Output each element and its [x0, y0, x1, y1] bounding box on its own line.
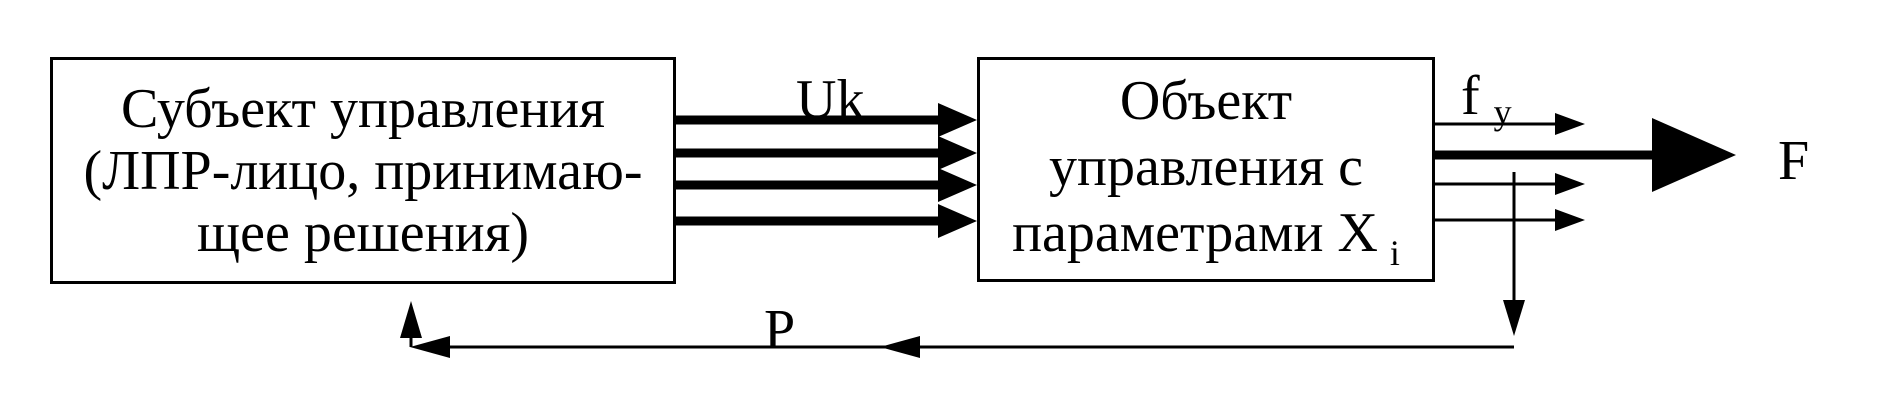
feedback-arrowhead-end — [410, 336, 450, 358]
label-f: f — [1461, 65, 1480, 127]
label-p: P — [764, 299, 796, 361]
subject-line-1: Субъект управления — [120, 77, 606, 140]
output-arrowhead-main-f — [1652, 118, 1736, 192]
object-line-3-text: параметрами X — [1012, 201, 1378, 264]
label-uk: Uk — [796, 69, 865, 131]
object-line-3: параметрами X i — [1012, 200, 1400, 273]
subject-line-3: щее решения) — [196, 201, 529, 264]
object-subscript-i: i — [1389, 232, 1400, 273]
label-f-subscript: y — [1493, 92, 1512, 132]
object-line-1: Объект — [1119, 69, 1293, 132]
feedback-arrowhead-up — [400, 301, 422, 338]
output-arrowhead-fy — [1555, 113, 1585, 135]
output-arrowhead-3 — [1555, 209, 1585, 231]
object-box: Объект управления с параметрами X i — [977, 57, 1435, 282]
output-arrowhead-2 — [1555, 173, 1585, 195]
control-arrowhead-1 — [938, 103, 977, 137]
feedback-arrowhead-down — [1503, 300, 1525, 336]
subject-line-2: (ЛПР-лицо, принимаю- — [83, 139, 643, 202]
control-arrowhead-4 — [938, 204, 977, 238]
label-big-f: F — [1778, 130, 1810, 192]
feedback-arrowhead-mid — [880, 336, 920, 358]
control-arrowhead-3 — [938, 168, 977, 202]
object-line-2: управления с — [1049, 135, 1363, 198]
subject-box: Субъект управления (ЛПР-лицо, принимаю- … — [50, 57, 676, 284]
control-arrowhead-2 — [938, 136, 977, 170]
